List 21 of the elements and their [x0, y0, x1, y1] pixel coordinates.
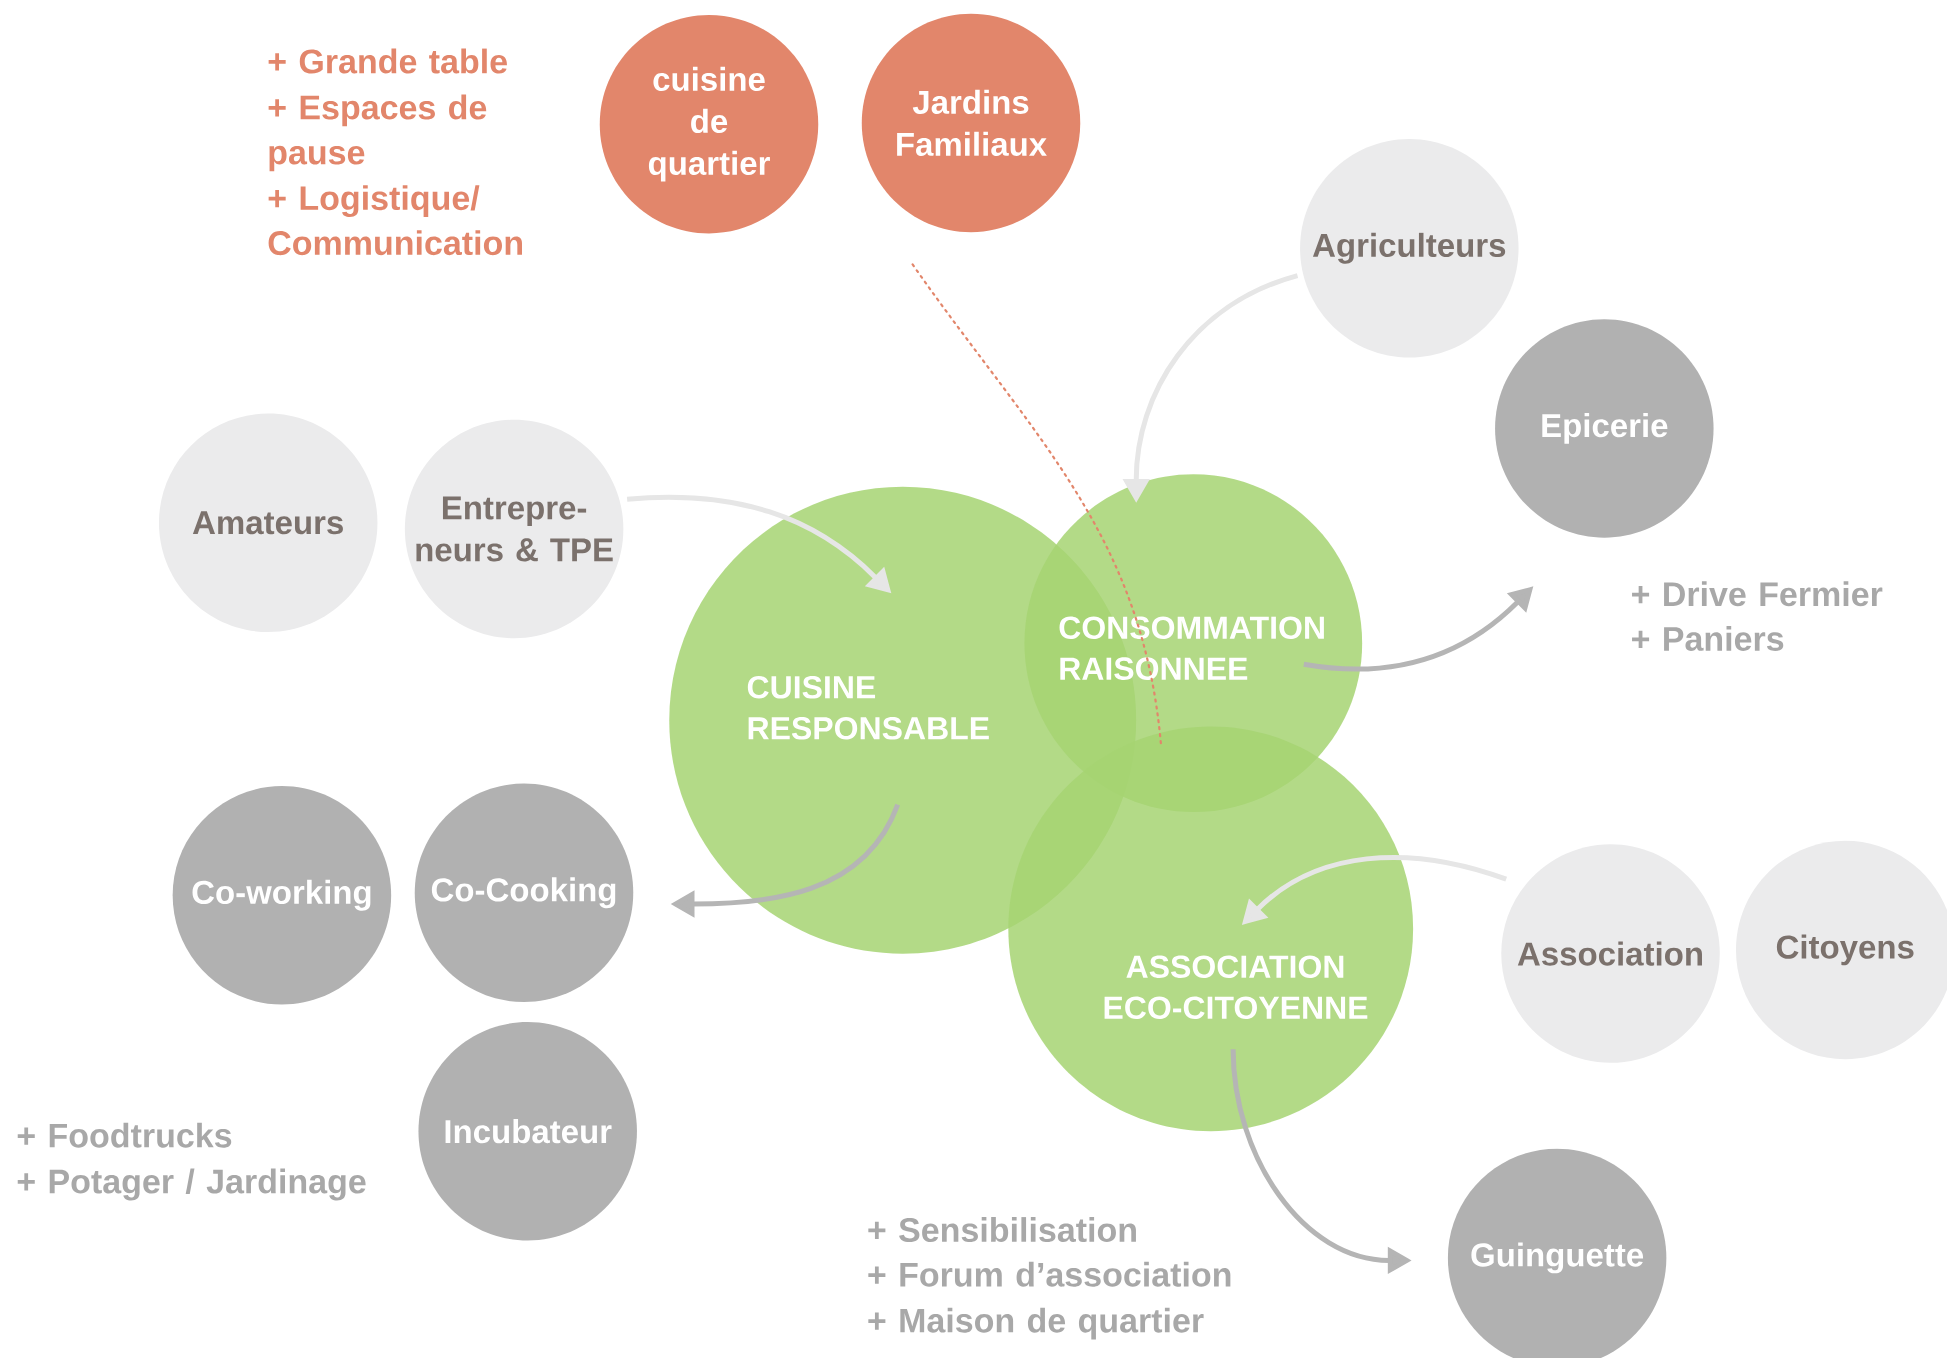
circle-node: Epicerie: [1495, 319, 1714, 538]
circle-node: Co-working: [172, 786, 392, 1005]
note-text: + Sensibilisation: [868, 1217, 1136, 1243]
note-text: + Espaces de pause: [268, 94, 487, 172]
note-text: + Paniers: [1632, 626, 1784, 651]
circle-node: Jardins Familiaux: [861, 13, 1081, 233]
circle-node: Incubateur: [418, 1021, 637, 1241]
note-text: + Foodtrucks: [17, 1122, 232, 1148]
circle-node: Co-Cooking: [414, 783, 634, 1003]
circle-node: Amateurs: [158, 413, 378, 633]
circle-node: cuisine de quartier: [599, 14, 819, 234]
circle-node: Association: [1501, 844, 1720, 1063]
note-text: + Logistique/ Communication: [268, 185, 522, 256]
circle-node: Entrepre- neurs & TPE: [404, 419, 624, 639]
note-text: + Grande table: [268, 48, 507, 74]
dotted-line: [911, 263, 1163, 747]
note-text: + Maison de quartier: [868, 1307, 1204, 1340]
note-text: + Drive Fermier: [1632, 581, 1883, 607]
circle-node: Agriculteurs: [1300, 139, 1519, 358]
note-text: + Potager / Jardinage: [17, 1168, 366, 1201]
note-text: + Forum d’association: [868, 1261, 1231, 1287]
